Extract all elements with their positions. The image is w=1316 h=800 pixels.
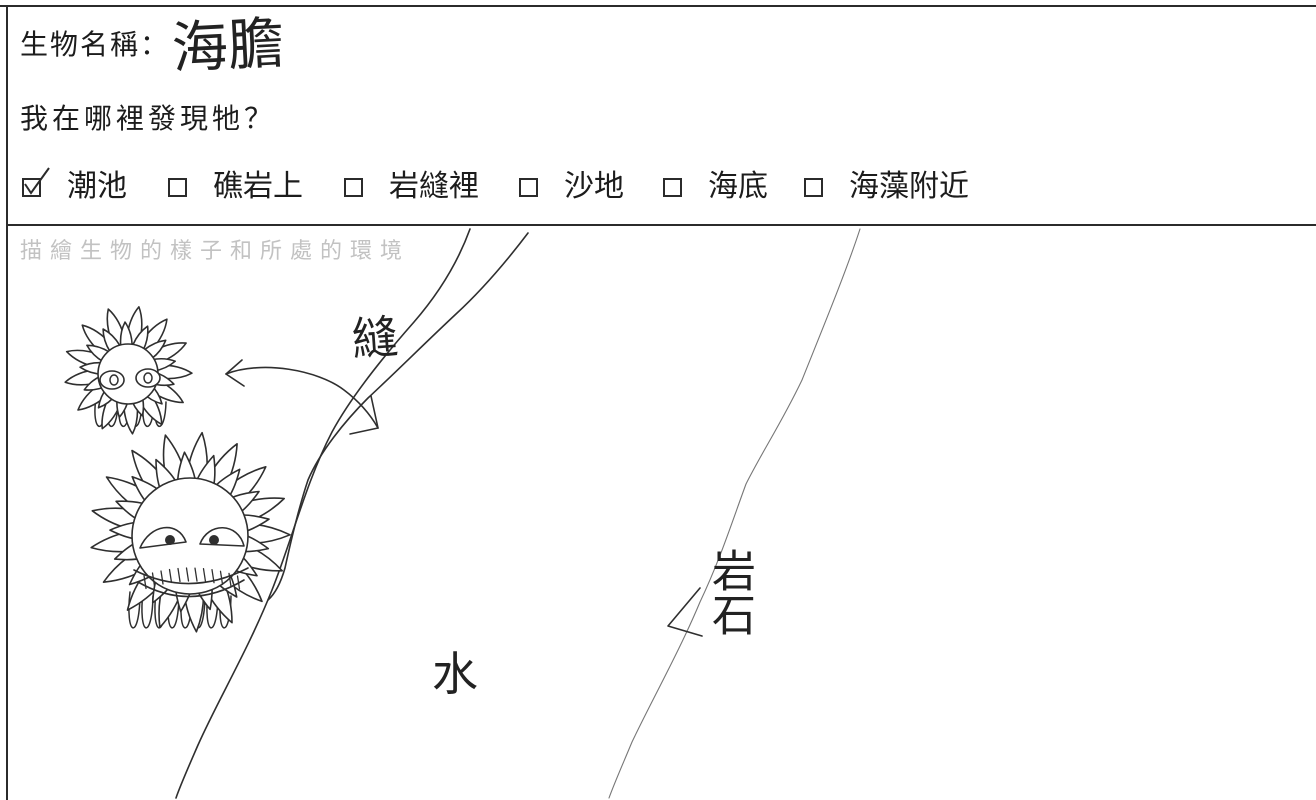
checkbox[interactable] (168, 177, 187, 197)
option-label: 沙地 (564, 169, 624, 204)
top-border (0, 5, 1316, 7)
small-urchin-eye-left (99, 370, 125, 390)
option-label: 海藻附近 (849, 169, 969, 204)
large-urchin-pupil-left (165, 535, 175, 545)
large-urchin-band-top (133, 567, 249, 585)
left-border (6, 5, 8, 800)
checkmark-icon (24, 166, 50, 195)
option-reef-top[interactable]: 礁岩上 (168, 168, 303, 206)
crevice-label: 縫 (350, 309, 400, 367)
sea-urchin-sketches (64, 306, 291, 633)
checkbox[interactable] (519, 177, 538, 197)
checkbox[interactable] (804, 177, 823, 197)
checkbox[interactable] (663, 177, 682, 197)
checkbox[interactable] (344, 177, 363, 197)
option-sea-floor[interactable]: 海底 (663, 168, 768, 206)
option-label: 海底 (708, 169, 768, 204)
rock-pointer (667, 587, 703, 637)
small-urchin-eye-right (135, 368, 161, 388)
large-urchin-eye-left (139, 526, 187, 549)
option-label: 潮池 (67, 169, 127, 204)
large-urchin-pupil-right (209, 535, 219, 545)
arrow-head-left (225, 359, 245, 387)
option-label: 岩縫裡 (389, 169, 479, 204)
small-urchin-spikes (64, 306, 193, 435)
option-near-seaweed[interactable]: 海藻附近 (804, 168, 969, 206)
location-question: 我在哪裡發現牠？ (20, 102, 277, 135)
large-urchin-band-hatching (143, 567, 241, 590)
option-rock-crevice[interactable]: 岩縫裡 (344, 168, 479, 206)
rock-edge (608, 228, 861, 799)
small-urchin-pupil-left (109, 374, 119, 386)
large-urchin-band-bottom (137, 579, 245, 598)
name-label: 生物名稱： (20, 28, 171, 61)
rock-label: 岩石 (704, 548, 755, 636)
option-sand[interactable]: 沙地 (519, 168, 624, 206)
checkbox[interactable] (22, 166, 50, 197)
water-label: 水 (432, 647, 478, 701)
habitat-arrow (225, 366, 379, 429)
crevice-edge-left (175, 228, 471, 799)
drawing-prompt: 描繪生物的樣子和所處的環境 (20, 239, 411, 264)
crevice-edge-right (267, 232, 529, 601)
small-urchin-pupil-right (143, 372, 153, 384)
large-urchin-body (131, 477, 249, 595)
arrow-head-right (349, 395, 379, 435)
option-tide-pool[interactable]: 潮池 (22, 166, 127, 206)
section-divider (6, 224, 1316, 226)
option-label: 礁岩上 (213, 169, 303, 204)
